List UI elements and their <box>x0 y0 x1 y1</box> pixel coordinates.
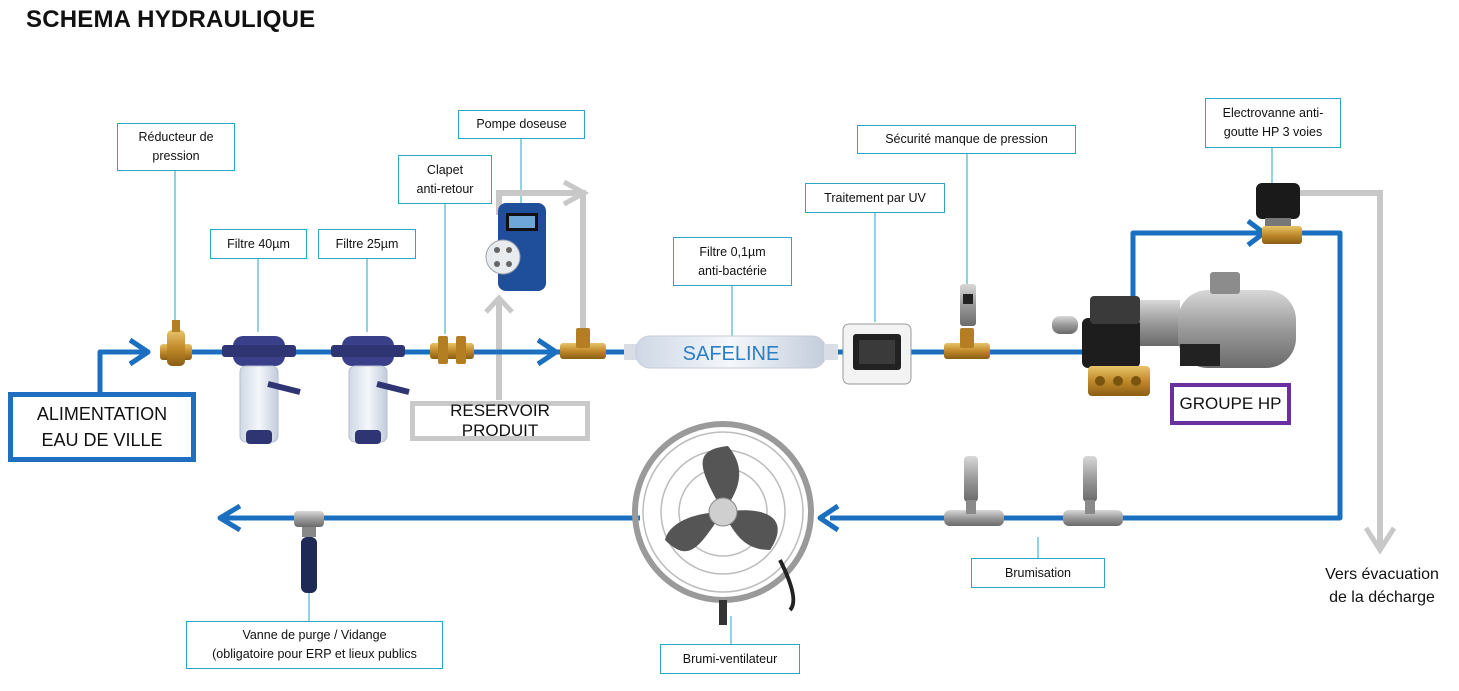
ball-valve-icon <box>294 511 324 593</box>
fan-icon <box>632 421 814 625</box>
mist-nozzle-icon <box>944 456 1004 526</box>
label-drain-valve: Vanne de purge / Vidange(obligatoire pou… <box>186 621 443 669</box>
page-title: SCHEMA HYDRAULIQUE <box>26 6 316 33</box>
dosing-pump-icon <box>485 203 546 291</box>
label-solenoid-valve: Electrovanne anti-goutte HP 3 voies <box>1205 98 1341 148</box>
label-dosing-pump: Pompe doseuse <box>458 110 585 139</box>
filter-cartridge-icon: SAFELINE <box>624 335 838 369</box>
inlet-pipe <box>97 349 145 392</box>
discharge-pipe <box>1295 190 1383 548</box>
high-pressure-pump-icon <box>1052 272 1296 396</box>
tee-fitting-icon <box>944 328 990 359</box>
mist-nozzle-icon <box>1063 456 1123 526</box>
solenoid-valve-icon <box>1256 183 1302 244</box>
label-uv-treatment: Traitement par UV <box>805 183 945 213</box>
tee-fitting-icon <box>560 328 606 359</box>
hp-return-pipe <box>1130 230 1343 521</box>
label-misting: Brumisation <box>971 558 1105 588</box>
hp-group-box: GROUPE HP <box>1170 383 1291 425</box>
filter-brand-text: SAFELINE <box>683 343 780 365</box>
label-filter-25: Filtre 25µm <box>318 229 416 259</box>
pressure-switch-icon <box>960 284 976 326</box>
pump-injection-pipe <box>496 190 586 335</box>
product-reservoir-box: RESERVOIR PRODUIT <box>410 401 590 441</box>
pressure-reducer-icon <box>160 320 192 366</box>
filter-housing-icon <box>222 336 301 444</box>
label-leaders <box>174 139 1273 644</box>
label-mist-fan: Brumi-ventilateur <box>660 644 800 674</box>
label-pressure-safety: Sécurité manque de pression <box>857 125 1076 154</box>
check-valve-icon <box>430 336 474 364</box>
uv-unit-icon <box>842 323 912 385</box>
filter-housing-icon <box>331 336 410 444</box>
label-filter-40: Filtre 40µm <box>210 229 307 259</box>
